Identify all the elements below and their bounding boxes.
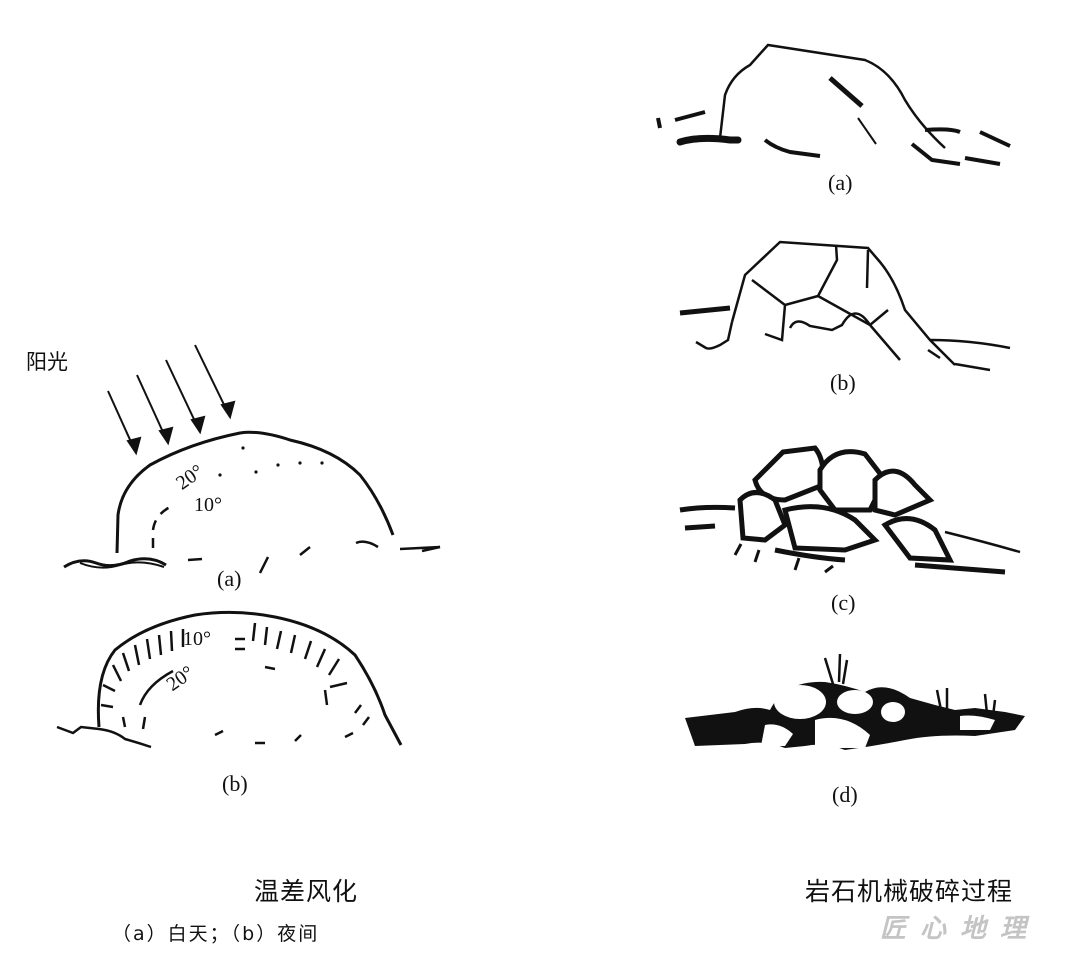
sunlight-label: 阳光 <box>26 350 68 374</box>
left-figure-title: 温差风化 <box>254 877 359 906</box>
temp-inner-b: 20° <box>162 662 198 696</box>
rock-stage-a-diagram <box>656 43 1011 166</box>
temp-outer-a: 20° <box>172 460 208 494</box>
rock-stage-d-diagram <box>685 653 1025 750</box>
temp-inner-a: 10° <box>194 494 222 516</box>
rock-stage-b-diagram <box>679 240 1011 372</box>
watermark: 匠心地理 <box>880 914 1041 944</box>
panel-c-label-right: (c) <box>831 590 856 615</box>
left-figure-caption: （a）白天；（b）夜间 <box>112 923 320 945</box>
daytime-rock-diagram: 20° 10° <box>63 344 441 574</box>
panel-b-label-left: (b) <box>222 771 248 796</box>
night-rock-diagram: 10° 20° <box>56 610 403 749</box>
temp-outer-b: 10° <box>183 628 211 650</box>
rock-stage-c-diagram <box>679 445 1021 575</box>
panel-d-label-right: (d) <box>832 782 858 807</box>
panel-a-label-left: (a) <box>217 566 242 591</box>
sun-arrow-icons <box>107 344 236 456</box>
panel-a-label-right: (a) <box>828 170 853 195</box>
right-figure-title: 岩石机械破碎过程 <box>805 877 1014 906</box>
panel-b-label-right: (b) <box>830 370 856 395</box>
